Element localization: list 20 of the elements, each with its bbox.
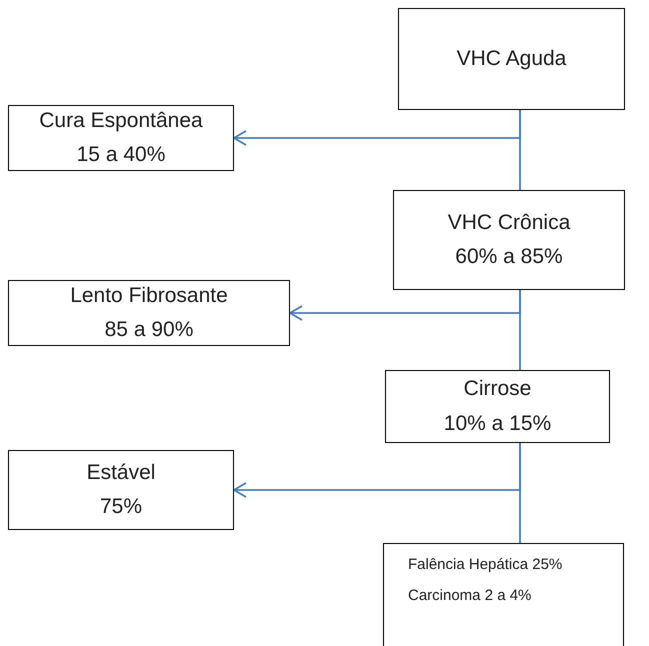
box-text: 10% a 15% xyxy=(444,410,552,436)
box-text: Estável xyxy=(86,460,156,486)
process-box xyxy=(383,543,624,646)
process-box xyxy=(385,370,610,443)
process-box xyxy=(393,190,625,290)
box-text: Cirrose xyxy=(464,376,532,402)
box-text: Cura Espontânea xyxy=(39,108,203,134)
process-box xyxy=(8,450,234,530)
box-text: Falência Hepática 25% xyxy=(408,556,562,575)
process-box xyxy=(8,105,234,171)
box-text: VHC Aguda xyxy=(456,46,566,72)
process-box xyxy=(8,280,290,346)
process-box xyxy=(398,8,625,110)
box-text: 85 a 90% xyxy=(104,317,194,343)
box-text: 75% xyxy=(100,494,142,520)
box-text: VHC Crônica xyxy=(448,210,570,236)
box-text: 60% a 85% xyxy=(455,244,563,270)
box-text: Carcinoma 2 a 4% xyxy=(408,586,532,606)
box-text: 15 a 40% xyxy=(76,142,166,168)
box-text: Lento Fibrosante xyxy=(70,282,228,309)
